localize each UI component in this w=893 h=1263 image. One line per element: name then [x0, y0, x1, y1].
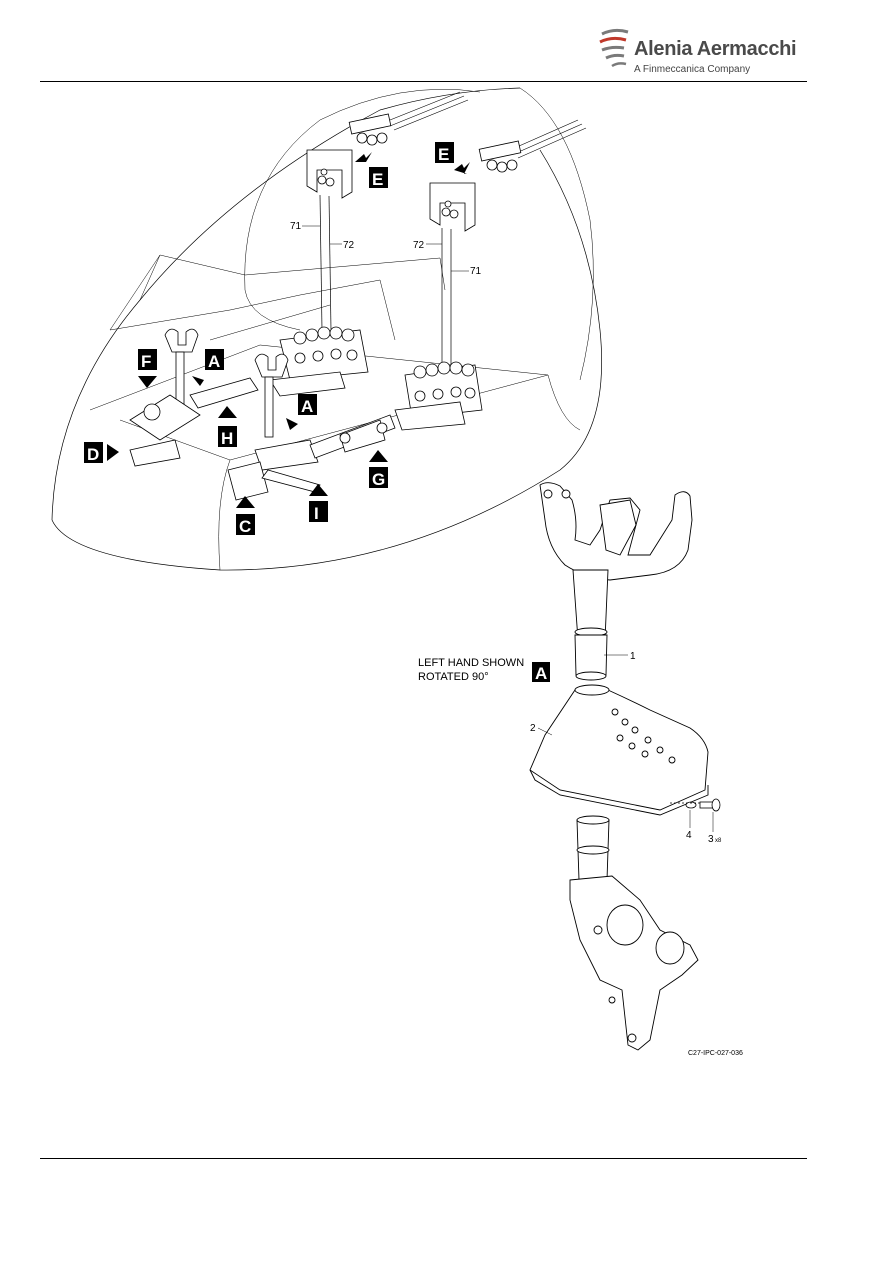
footer-rule: [40, 1158, 807, 1159]
cable-bracket-left: [306, 149, 353, 199]
svg-text:72: 72: [413, 240, 425, 251]
callout-i: I: [309, 484, 328, 523]
callout-e-left: E: [355, 152, 388, 189]
company-tagline: A Finmeccanica Company: [634, 64, 751, 75]
lower-right-pulley-assembly: [394, 361, 483, 431]
svg-text:1: 1: [630, 651, 636, 662]
logo-mark-icon: [599, 28, 629, 68]
callout-a-upper: A: [192, 349, 224, 386]
svg-text:A: A: [208, 352, 220, 371]
svg-text:71: 71: [290, 221, 302, 232]
company-logo: Alenia Aermacchi A Finmeccanica Company: [598, 22, 798, 82]
svg-text:LEFT HAND SHOWN: LEFT HAND SHOWN: [418, 657, 524, 669]
callout-d: D: [84, 442, 119, 464]
svg-text:4: 4: [686, 830, 692, 841]
svg-text:72: 72: [343, 240, 355, 251]
drawing-reference-code: C27-IPC-027-036: [688, 1050, 743, 1057]
svg-text:D: D: [87, 445, 99, 464]
detail-a-fasteners: [670, 798, 721, 812]
upper-pulley-bracket-left: [348, 113, 392, 146]
upper-pulley-bracket-right: [478, 140, 522, 173]
svg-text:A: A: [301, 397, 313, 416]
svg-text:G: G: [372, 470, 385, 489]
svg-text:71: 71: [470, 266, 482, 277]
svg-text:x8: x8: [715, 838, 722, 844]
callout-g: G: [369, 450, 388, 489]
lower-left-pulley-assembly: [269, 326, 369, 397]
part-labels-detail: 1 2 4 3 x8: [530, 651, 722, 845]
svg-text:E: E: [438, 145, 449, 164]
control-cables: [384, 91, 587, 159]
part-labels-upper: 71 72 72 71: [290, 221, 482, 277]
callout-a-mid: A: [286, 394, 317, 430]
svg-text:A: A: [535, 664, 547, 683]
svg-text:E: E: [372, 170, 383, 189]
callout-c: C: [236, 496, 255, 536]
svg-text:3: 3: [708, 834, 714, 845]
svg-text:I: I: [314, 504, 319, 523]
callout-f: F: [138, 349, 157, 388]
control-columns: [129, 328, 396, 501]
callout-h: H: [218, 406, 237, 448]
svg-text:F: F: [141, 352, 151, 371]
cable-bracket-right: [429, 182, 476, 232]
detail-a-control-column: [529, 482, 709, 1051]
header-rule: [40, 81, 807, 82]
svg-text:2: 2: [530, 723, 536, 734]
fuselage-outline: [51, 87, 603, 571]
detail-caption: LEFT HAND SHOWN ROTATED 90° A: [418, 657, 550, 683]
svg-text:C: C: [239, 517, 251, 536]
push-rods: [319, 194, 452, 365]
view-callouts: E E F A H D A: [84, 142, 470, 536]
svg-text:H: H: [221, 429, 233, 448]
svg-text:ROTATED 90°: ROTATED 90°: [418, 671, 489, 683]
company-name: Alenia Aermacchi: [634, 38, 797, 60]
callout-e-right: E: [435, 142, 470, 174]
